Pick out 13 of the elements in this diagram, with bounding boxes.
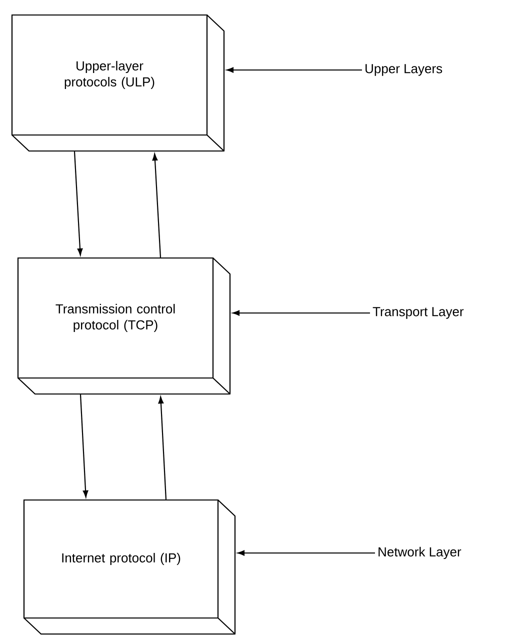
- layer-box: Transmission control protocol (TCP): [17, 257, 231, 395]
- layer-label: Network Layer: [378, 546, 462, 560]
- layer-label: Upper Layers: [366, 64, 442, 76]
- arrow: [74, 152, 83, 256]
- arrow: [152, 154, 162, 258]
- arrow: [80, 394, 88, 498]
- layer-box: Internet protocol (IP): [23, 499, 236, 635]
- arrow: [226, 67, 362, 73]
- layer-label: Transport Layer: [372, 307, 464, 319]
- layer-box: Upper-layer protocols (ULP): [11, 14, 225, 152]
- arrow: [158, 396, 167, 500]
- arrow: [238, 550, 375, 556]
- arrow: [232, 310, 370, 316]
